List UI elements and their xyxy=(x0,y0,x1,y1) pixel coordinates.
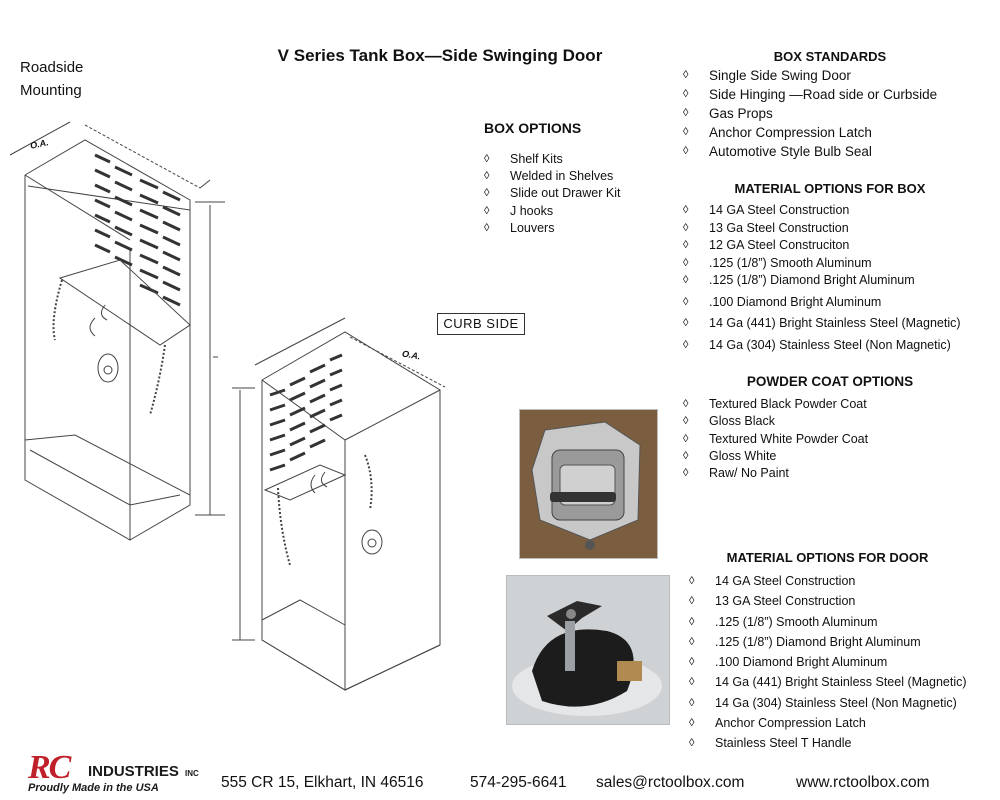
mounting-line-1: Roadside xyxy=(20,59,84,76)
diamond-bullet-icon: ◊ xyxy=(689,696,695,709)
diamond-bullet-icon: ◊ xyxy=(683,432,689,445)
diamond-bullet-icon: ◊ xyxy=(689,656,695,669)
diamond-bullet-icon: ◊ xyxy=(683,449,689,462)
diamond-bullet-icon: ◊ xyxy=(689,615,695,628)
list-item: ◊J hooks xyxy=(484,203,620,220)
list-item: ◊Raw/ No Paint xyxy=(683,465,868,482)
diamond-bullet-icon: ◊ xyxy=(484,204,490,217)
list-item: ◊Anchor Compression Latch xyxy=(683,125,872,140)
logo-inc-text: INC xyxy=(185,769,199,778)
diamond-bullet-icon: ◊ xyxy=(683,467,689,480)
list-item: ◊Textured White Powder Coat xyxy=(683,431,868,448)
diamond-bullet-icon: ◊ xyxy=(689,717,695,730)
diamond-bullet-icon: ◊ xyxy=(689,737,695,750)
logo-rc-text: RC xyxy=(28,749,71,786)
diamond-bullet-icon: ◊ xyxy=(683,415,689,428)
box-options-list: ◊Shelf Kits ◊Welded in Shelves ◊Slide ou… xyxy=(484,151,620,237)
diamond-bullet-icon: ◊ xyxy=(683,317,689,329)
list-item: ◊.125 (1/8”) Diamond Bright Aluminum xyxy=(683,272,961,290)
diamond-bullet-icon: ◊ xyxy=(683,256,689,269)
diamond-bullet-icon: ◊ xyxy=(683,204,689,216)
diamond-bullet-icon: ◊ xyxy=(683,295,689,308)
footer-address: 555 CR 15, Elkhart, IN 46516 xyxy=(221,774,424,791)
mounting-line-2: Mounting xyxy=(20,82,82,99)
list-item: ◊13 GA Steel Construction xyxy=(689,591,967,611)
list-item: ◊ 14 Ga (441) Bright Stainless Steel (Ma… xyxy=(683,315,961,333)
box-standards-list: ◊Single Side Swing Door ◊Side Hinging —R… xyxy=(683,66,937,161)
material-box-heading: MATERIAL OPTIONS FOR BOX xyxy=(734,181,926,196)
diamond-bullet-icon: ◊ xyxy=(683,239,689,251)
list-item: ◊14 GA Steel Construction xyxy=(683,202,961,220)
powder-coat-heading: POWDER COAT OPTIONS xyxy=(746,374,914,389)
diamond-bullet-icon: ◊ xyxy=(484,187,490,200)
footer-email[interactable]: sales@rctoolbox.com xyxy=(596,774,745,791)
list-item: ◊14 GA Steel Construction xyxy=(689,571,967,591)
list-item: ◊Gloss White xyxy=(683,448,868,465)
diamond-bullet-icon: ◊ xyxy=(683,338,689,351)
diamond-bullet-icon: ◊ xyxy=(683,145,689,157)
curbside-box-drawing xyxy=(232,317,446,691)
logo-industries-text: INDUSTRIES xyxy=(88,763,179,780)
material-door-heading: MATERIAL OPTIONS FOR DOOR xyxy=(726,550,929,565)
diamond-bullet-icon: ◊ xyxy=(689,575,695,587)
diamond-bullet-icon: ◊ xyxy=(683,107,689,119)
list-item: ◊12 GA Steel Construciton xyxy=(683,237,961,255)
footer-phone: 574-295-6641 xyxy=(470,774,567,791)
curb-side-label: CURB SIDE xyxy=(437,313,525,335)
page-title: V Series Tank Box—Side Swinging Door xyxy=(277,46,603,65)
footer-website[interactable]: www.rctoolbox.com xyxy=(796,774,930,791)
diamond-bullet-icon: ◊ xyxy=(689,635,695,648)
list-item: ◊Louvers xyxy=(484,220,620,237)
diamond-bullet-icon: ◊ xyxy=(683,398,689,410)
diamond-bullet-icon: ◊ xyxy=(484,170,490,183)
list-item: ◊.125 (1/8”) Diamond Bright Aluminum xyxy=(689,632,967,652)
list-item: ◊Gloss Black xyxy=(683,413,868,430)
list-item: ◊Side Hinging —Road side or Curbside xyxy=(683,87,938,102)
list-item: ◊Textured Black Powder Coat xyxy=(683,396,868,413)
rc-industries-logo: RC INDUSTRIES INC Proudly Made in the US… xyxy=(28,749,208,795)
diamond-bullet-icon: ◊ xyxy=(683,274,689,286)
list-item: ◊.100 Diamond Bright Aluminum xyxy=(689,652,967,672)
list-item: ◊Anchor Compression Latch xyxy=(689,713,967,733)
diamond-bullet-icon: ◊ xyxy=(683,88,689,100)
logo-tagline: Proudly Made in the USA xyxy=(28,782,159,794)
list-item: ◊Welded in Shelves xyxy=(484,168,620,185)
list-item: ◊14 Ga (304) Stainless Steel (Non Magnet… xyxy=(683,337,961,355)
list-item: ◊Slide out Drawer Kit xyxy=(484,185,620,202)
list-item: ◊14 Ga (304) Stainless Steel (Non Magnet… xyxy=(689,693,967,713)
list-item: ◊Gas Props xyxy=(683,106,773,121)
list-item: ◊.125 (1/8”) Smooth Aluminum xyxy=(683,255,961,273)
diamond-bullet-icon: ◊ xyxy=(484,153,490,165)
list-item: ◊Single Side Swing Door xyxy=(683,68,851,83)
mounting-label: Roadside Mounting xyxy=(20,56,83,102)
list-item: ◊.100 Diamond Bright Aluminum xyxy=(683,294,961,312)
compression-latch-photo xyxy=(519,409,658,559)
box-options-heading: BOX OPTIONS xyxy=(484,120,582,136)
diamond-bullet-icon: ◊ xyxy=(484,221,490,234)
t-handle-photo xyxy=(506,575,670,725)
tank-box-drawing xyxy=(9,121,446,691)
diamond-bullet-icon: ◊ xyxy=(683,69,689,81)
box-standards-heading: BOX STANDARDS xyxy=(773,49,887,64)
powder-coat-list: ◊Textured Black Powder Coat ◊Gloss Black… xyxy=(683,396,868,482)
list-item: ◊Shelf Kits xyxy=(484,151,620,168)
material-box-list: ◊14 GA Steel Construction ◊13 Ga Steel C… xyxy=(683,202,961,354)
diamond-bullet-icon: ◊ xyxy=(683,126,689,138)
material-door-list: ◊14 GA Steel Construction ◊13 GA Steel C… xyxy=(689,571,967,754)
list-item: ◊13 Ga Steel Construction xyxy=(683,220,961,238)
diamond-bullet-icon: ◊ xyxy=(689,595,695,608)
list-item: ◊Stainless Steel T Handle xyxy=(689,733,967,753)
list-item: ◊.125 (1/8”) Smooth Aluminum xyxy=(689,612,967,632)
roadside-box-drawing xyxy=(9,121,225,541)
diamond-bullet-icon: ◊ xyxy=(689,676,695,689)
diamond-bullet-icon: ◊ xyxy=(683,221,689,234)
list-item: ◊Automotive Style Bulb Seal xyxy=(683,144,872,159)
list-item: ◊14 Ga (441) Bright Stainless Steel (Mag… xyxy=(689,672,967,692)
